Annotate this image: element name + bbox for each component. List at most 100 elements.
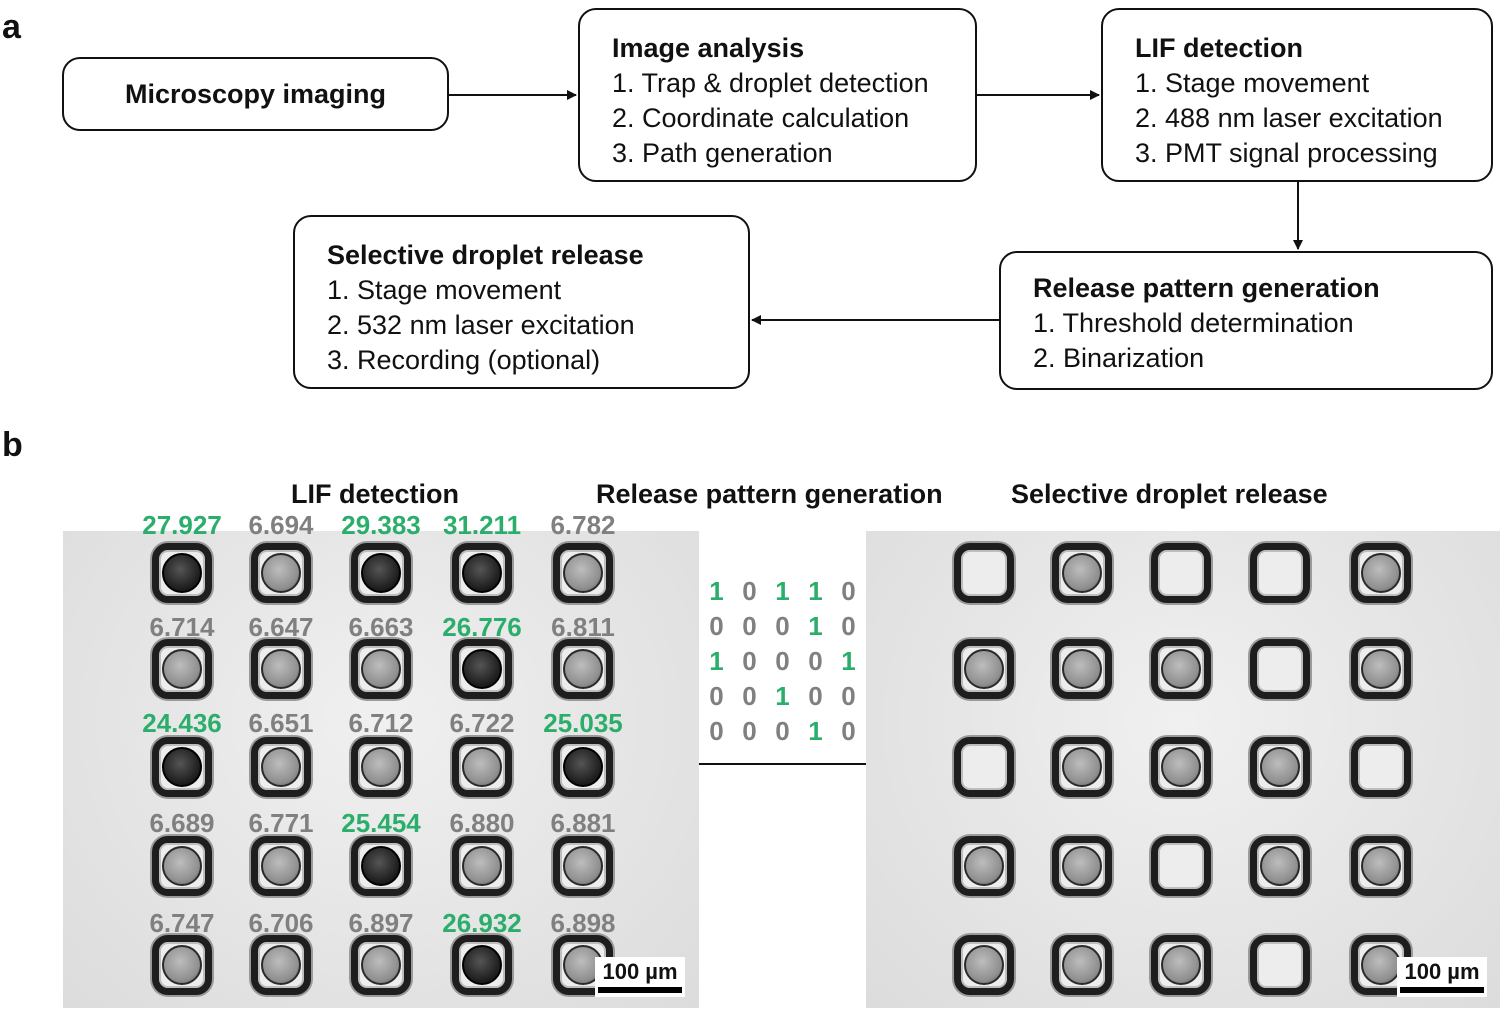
panel-a-label: a <box>2 8 21 46</box>
droplet <box>563 553 603 593</box>
droplet <box>1361 846 1401 886</box>
lif-detection-title: LIF detection <box>1135 33 1303 63</box>
selective-release-step: 1. Stage movement <box>327 275 562 305</box>
lif-value: 6.647 <box>248 612 314 642</box>
empty-trap <box>1151 543 1211 603</box>
trap-with-droplet <box>452 935 512 995</box>
lif-value: 6.722 <box>449 708 515 738</box>
binary-digit: 1 <box>808 716 823 746</box>
droplet <box>462 846 502 886</box>
binary-digit: 0 <box>742 681 757 711</box>
droplet <box>361 553 401 593</box>
binary-digit: 0 <box>808 681 823 711</box>
scale-bar-label: 100 µm <box>1404 959 1480 984</box>
droplet <box>1361 649 1401 689</box>
droplet <box>1361 945 1401 985</box>
lif-value: 6.712 <box>348 708 414 738</box>
trap-with-droplet <box>1052 836 1112 896</box>
release-pattern-heading: Release pattern generation <box>596 479 943 509</box>
binary-digit: 0 <box>841 611 856 641</box>
droplet <box>563 846 603 886</box>
lif-value: 6.706 <box>248 908 314 938</box>
binary-digit: 0 <box>808 646 823 676</box>
lif-value: 6.881 <box>550 808 616 838</box>
trap-with-droplet <box>1351 543 1411 603</box>
droplet <box>1161 945 1201 985</box>
trap-with-droplet <box>1052 737 1112 797</box>
image-analysis-step: 2. Coordinate calculation <box>612 103 910 133</box>
microscopy-imaging-box: Microscopy imaging <box>62 57 449 131</box>
lif-value: 6.694 <box>248 510 314 540</box>
binary-digit: 0 <box>775 716 790 746</box>
trap-with-droplet <box>954 935 1014 995</box>
scale-bar-line <box>1400 987 1484 993</box>
binary-digit: 0 <box>742 646 757 676</box>
binary-digit: 0 <box>742 716 757 746</box>
lif-value: 27.927 <box>142 510 222 540</box>
lif-value: 25.035 <box>543 708 623 738</box>
droplet <box>1062 846 1102 886</box>
binary-digit: 1 <box>775 576 790 606</box>
image-analysis-step: 3. Path generation <box>612 138 833 168</box>
lif-value: 6.714 <box>149 612 215 642</box>
droplet <box>462 747 502 787</box>
lif-value: 6.898 <box>550 908 616 938</box>
trap-with-droplet <box>152 836 212 896</box>
lif-value: 29.383 <box>341 510 421 540</box>
binary-digit: 1 <box>709 646 724 676</box>
trap-with-droplet <box>1151 737 1211 797</box>
empty-trap <box>1250 543 1310 603</box>
trap-with-droplet <box>553 543 613 603</box>
binary-digit: 0 <box>709 716 724 746</box>
scale-bar-label: 100 µm <box>602 959 678 984</box>
binary-digit: 0 <box>742 611 757 641</box>
trap-with-droplet <box>1351 639 1411 699</box>
lif-value: 24.436 <box>142 708 222 738</box>
trap-with-droplet <box>152 543 212 603</box>
droplet <box>563 747 603 787</box>
droplet <box>361 747 401 787</box>
trap-with-droplet <box>452 639 512 699</box>
binary-digit: 1 <box>709 576 724 606</box>
droplet <box>563 649 603 689</box>
droplet <box>361 846 401 886</box>
trap-with-droplet <box>152 737 212 797</box>
droplet <box>162 649 202 689</box>
lif-value: 26.932 <box>442 908 522 938</box>
trap-with-droplet <box>251 543 311 603</box>
trap-with-droplet <box>1250 836 1310 896</box>
droplet <box>261 747 301 787</box>
droplet <box>261 945 301 985</box>
droplet <box>964 846 1004 886</box>
trap-with-droplet <box>553 737 613 797</box>
lif-detection-heading: LIF detection <box>291 479 459 509</box>
binary-digit: 1 <box>775 681 790 711</box>
lif-value: 6.747 <box>149 908 215 938</box>
trap-with-droplet <box>553 836 613 896</box>
lif-detection-box: LIF detection 1. Stage movement 2. 488 n… <box>1101 8 1493 182</box>
trap-with-droplet <box>954 639 1014 699</box>
droplet <box>1161 649 1201 689</box>
release-pattern-step: 2. Binarization <box>1033 343 1205 373</box>
droplet <box>361 945 401 985</box>
droplet <box>261 649 301 689</box>
scale-bar-left: 100 µm <box>595 957 685 997</box>
droplet <box>1161 747 1201 787</box>
binary-digit: 0 <box>775 611 790 641</box>
droplet <box>361 649 401 689</box>
empty-trap <box>954 543 1014 603</box>
trap-with-droplet <box>1052 935 1112 995</box>
scale-bar-line <box>598 987 682 993</box>
droplet <box>1260 747 1300 787</box>
selective-release-step: 3. Recording (optional) <box>327 345 601 375</box>
empty-trap <box>954 737 1014 797</box>
binary-digit: 1 <box>841 646 856 676</box>
selective-release-heading: Selective droplet release <box>1011 479 1328 509</box>
droplet <box>964 649 1004 689</box>
binary-digit: 0 <box>841 576 856 606</box>
droplet <box>162 846 202 886</box>
selective-release-step: 2. 532 nm laser excitation <box>327 310 635 340</box>
